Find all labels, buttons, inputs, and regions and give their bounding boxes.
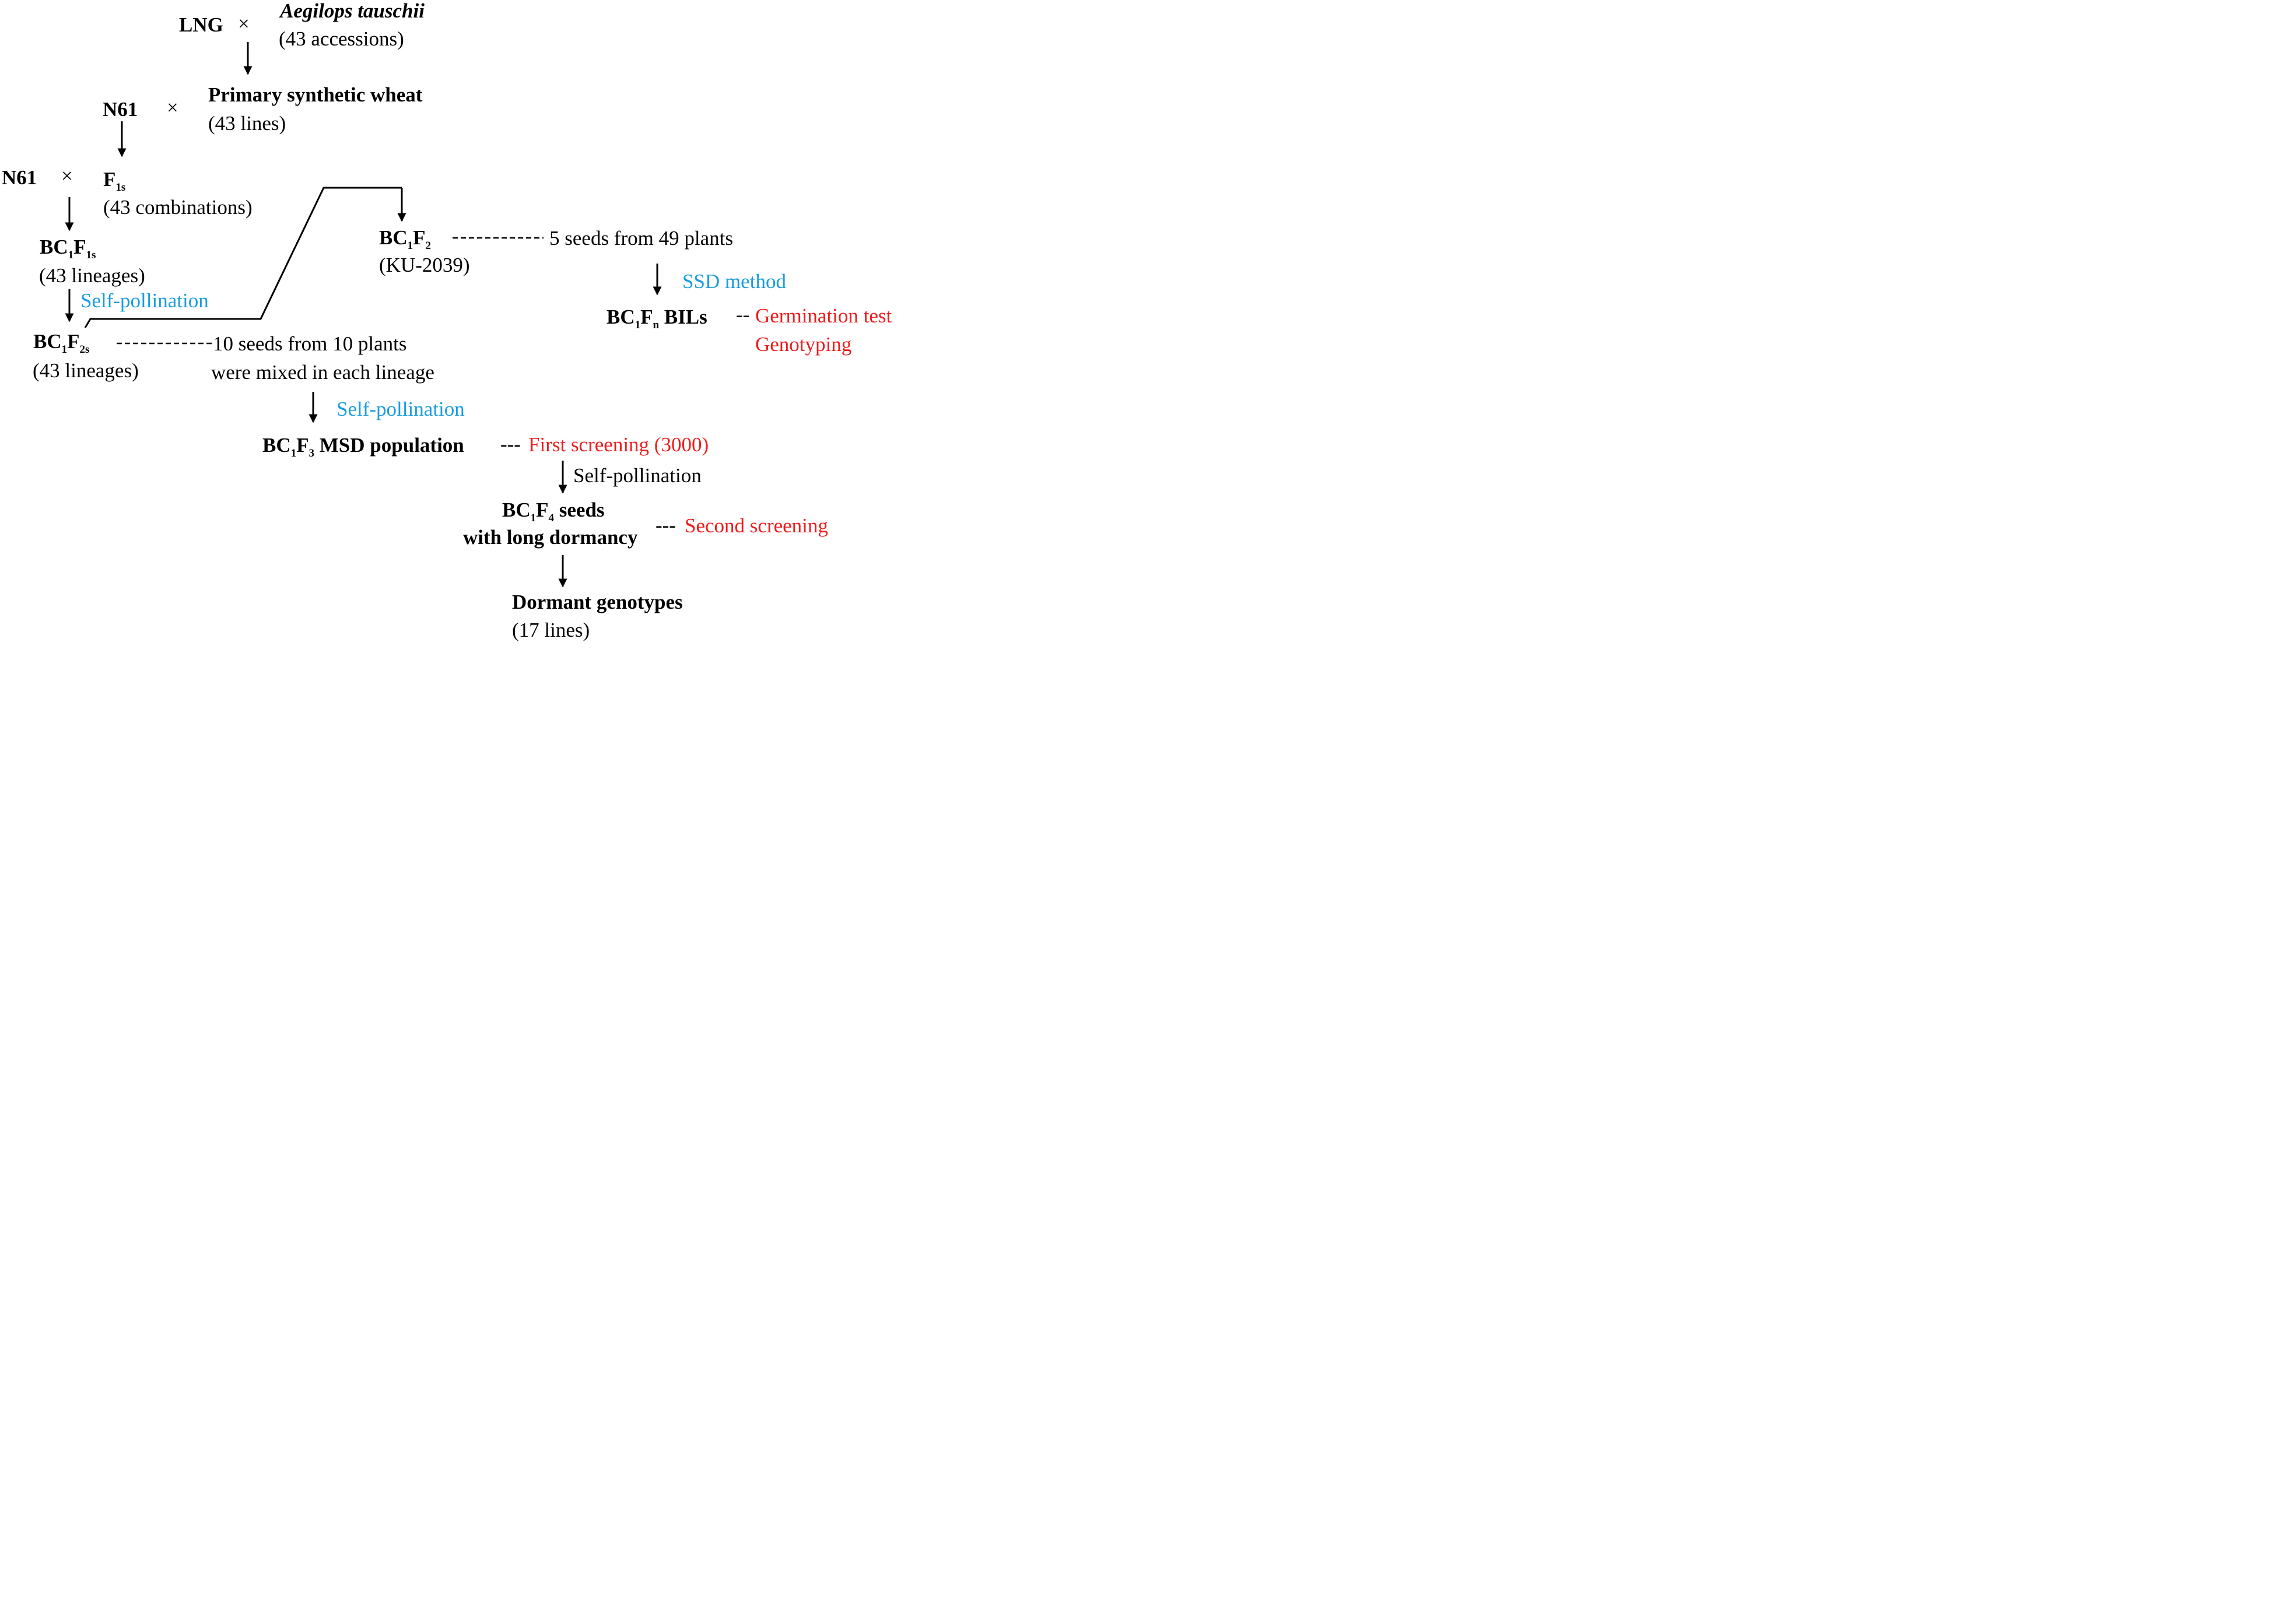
bc1f1s-label: BC1F1s <box>40 236 96 261</box>
first-screening-label: First screening (3000) <box>528 433 709 456</box>
bc1f2s-label: BC1F2s <box>33 330 90 356</box>
cross-symbol: × <box>167 96 178 119</box>
second-screening-label: Second screening <box>685 514 828 537</box>
bc1fn-bils-label: BC1Fn BILs <box>607 306 707 331</box>
f1s-note: (43 combinations) <box>103 196 253 219</box>
mixed-seeds-line2: were mixed in each lineage <box>211 361 434 384</box>
germination-test-label: Germination test <box>755 304 892 327</box>
accessions-note: (43 accessions) <box>279 27 404 50</box>
msd-dash: --- <box>500 433 521 455</box>
synthetic-wheat-title: Primary synthetic wheat <box>208 83 423 106</box>
selection-path <box>84 187 402 328</box>
parent-n61-second: N61 <box>2 166 37 189</box>
bc1f2s-note: (43 lineages) <box>33 359 139 382</box>
parent-n61-first: N61 <box>103 98 138 121</box>
step-self-pollination-2: Self-pollination <box>336 398 465 420</box>
breeding-scheme-diagram: LNG × Aegilops tauschii (43 accessions) … <box>0 0 913 644</box>
long-dormancy-label: with long dormancy <box>463 526 638 549</box>
ssd-method-label: SSD method <box>682 270 786 293</box>
genotyping-label: Genotyping <box>755 333 852 356</box>
bc1f2-note: (KU-2039) <box>379 254 470 276</box>
dormant-genotypes-title: Dormant genotypes <box>512 591 683 613</box>
bc1f4-dash: --- <box>656 514 676 536</box>
bc1f2-label: BC1F2 <box>379 226 432 252</box>
cross-symbol: × <box>238 12 250 35</box>
step-self-pollination-3: Self-pollination <box>573 464 702 487</box>
step-self-pollination-1: Self-pollination <box>80 289 209 312</box>
bc1f3-msd-label: BC1F3 MSD population <box>262 434 464 459</box>
dormant-genotypes-note: (17 lines) <box>512 619 590 641</box>
parent-lng: LNG <box>179 13 223 36</box>
connector-lines <box>65 42 662 588</box>
ssd-seeds-text: 5 seeds from 49 plants <box>549 227 733 250</box>
parent-aegilops: Aegilops tauschii <box>280 0 425 22</box>
cross-symbol: × <box>61 164 73 187</box>
f1s-label: F1s <box>103 168 126 194</box>
synthetic-wheat-note: (43 lines) <box>208 112 286 135</box>
bils-dash: -- <box>736 303 750 326</box>
bc1f4-seeds-label: BC1F4 seeds <box>502 499 605 524</box>
mixed-seeds-line1: 10 seeds from 10 plants <box>213 332 407 355</box>
bc1f1s-note: (43 lineages) <box>39 264 145 287</box>
